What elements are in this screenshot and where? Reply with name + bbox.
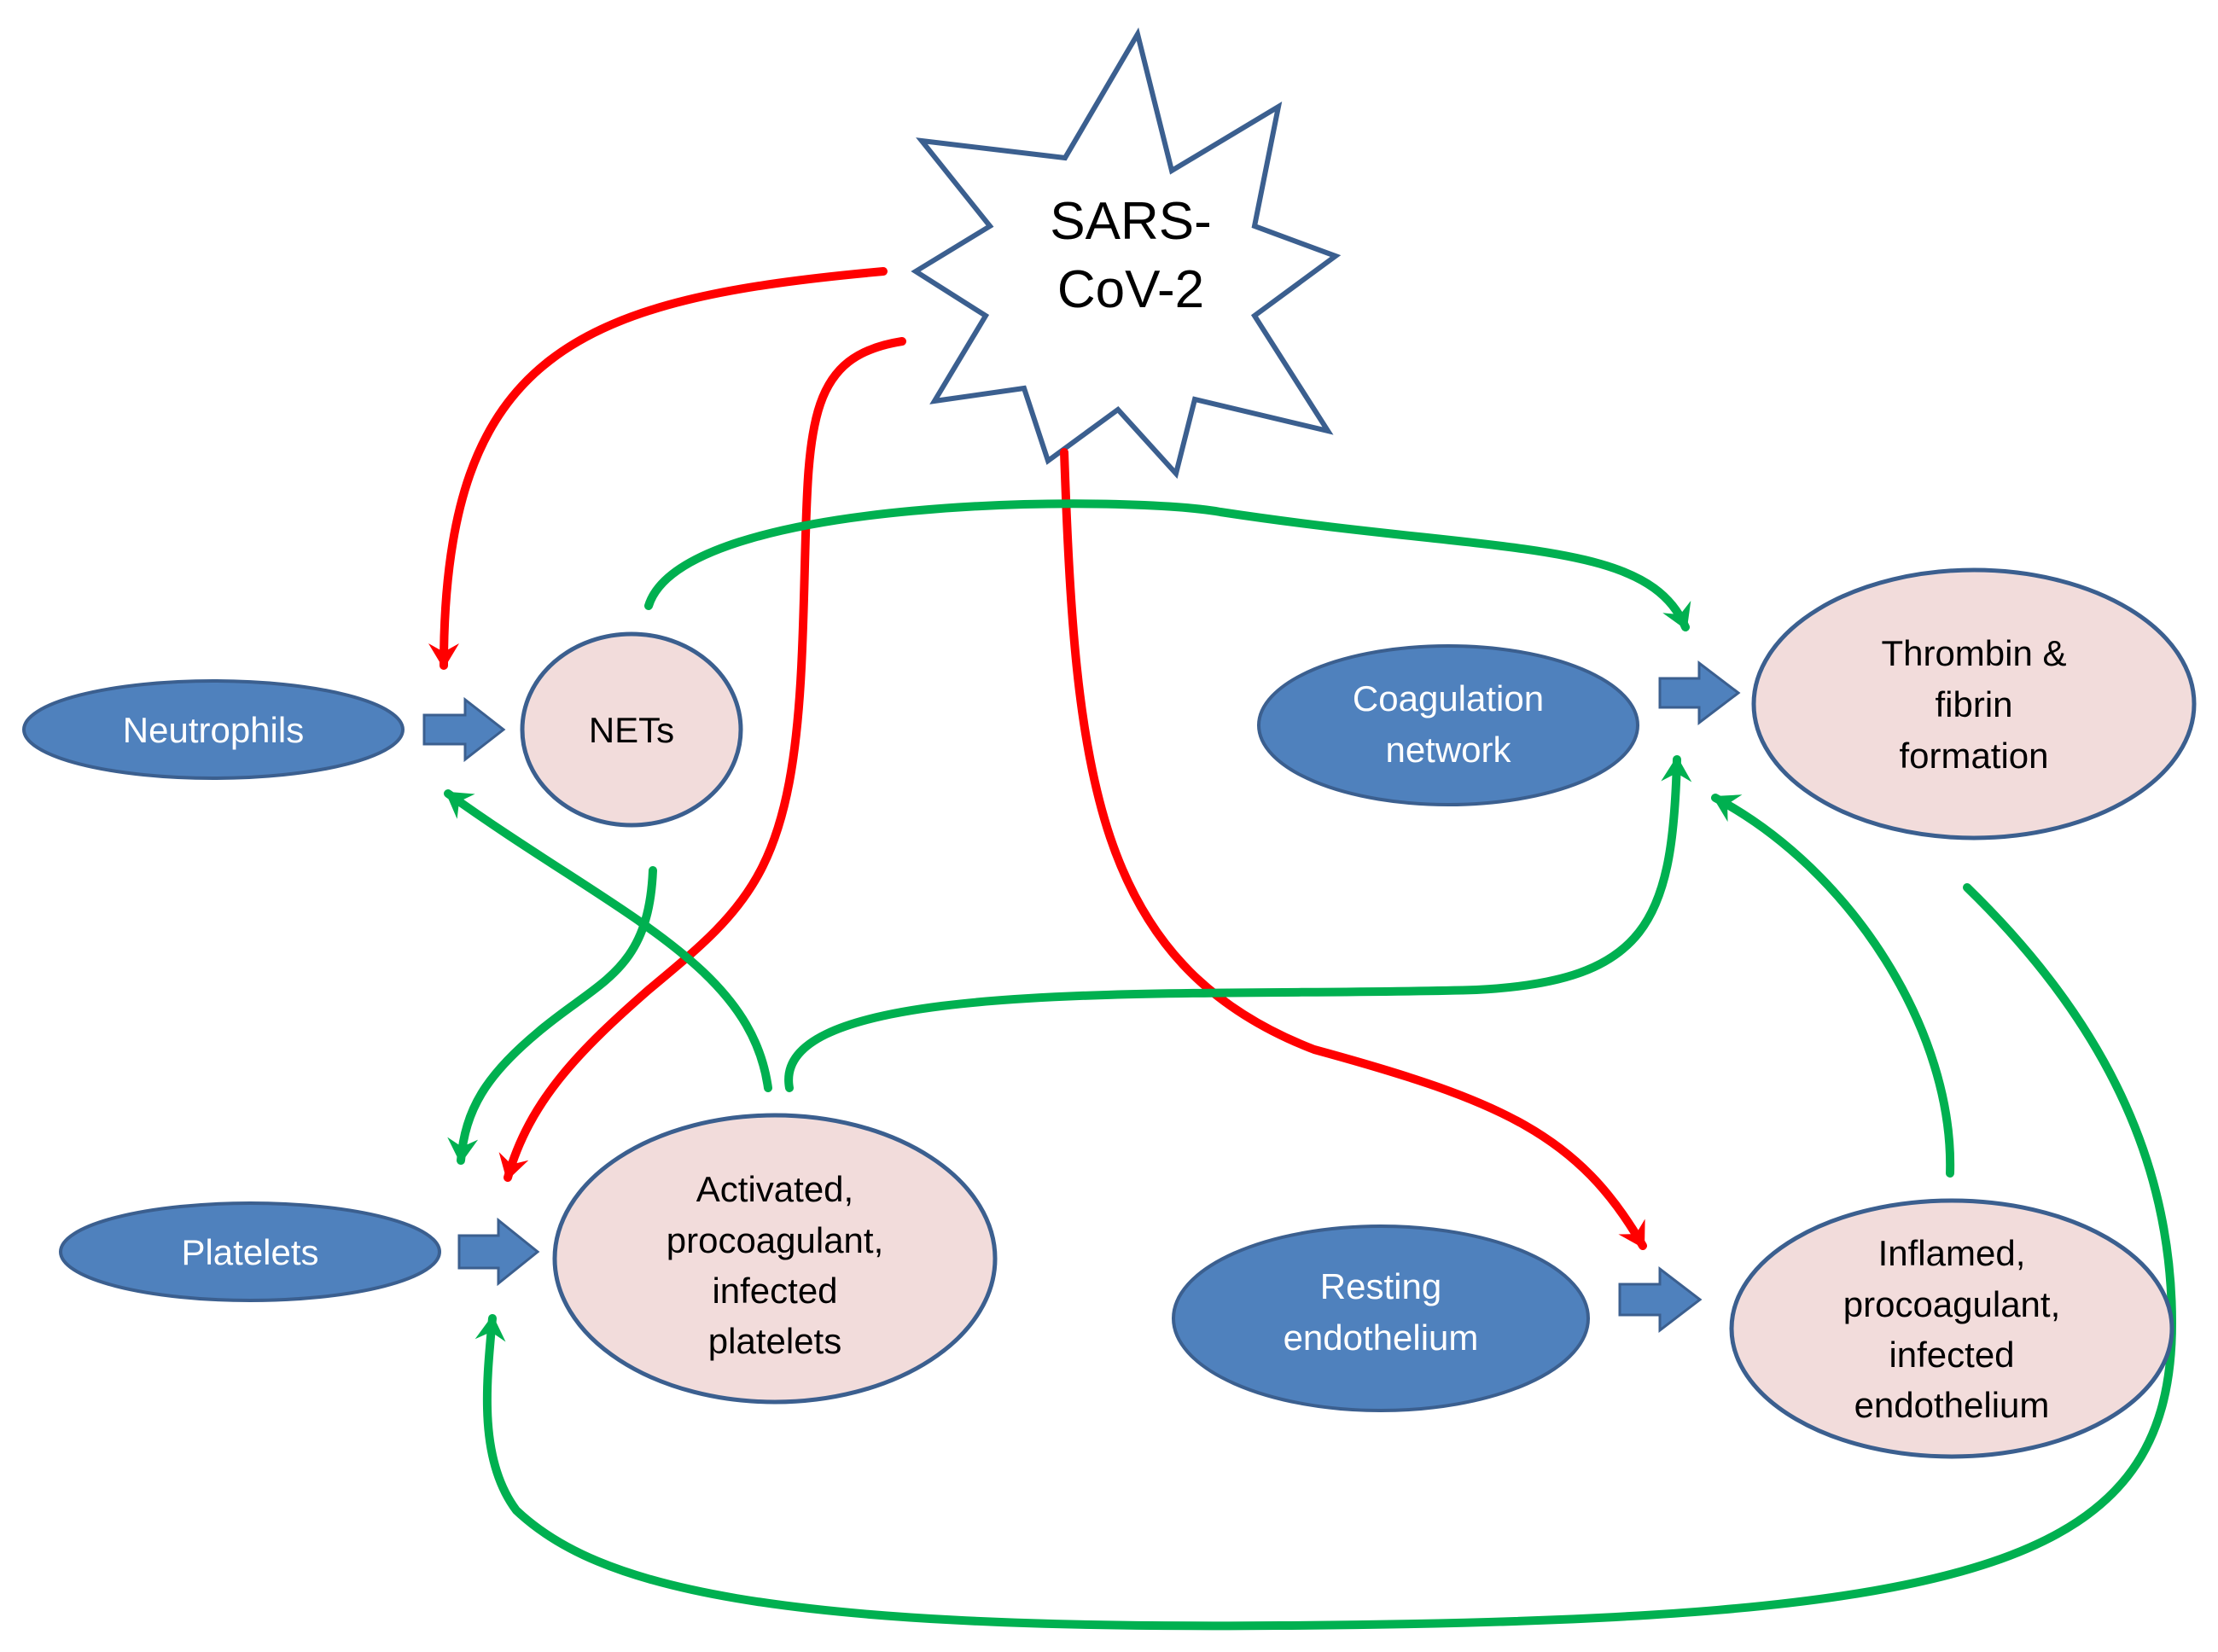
red-arrow-virus-to-nets <box>428 267 888 670</box>
thrombin-fibrin-line3: formation <box>1899 736 2048 776</box>
coagulation-network-line2: network <box>1385 730 1511 770</box>
inflamed-endothelium-ellipse <box>1729 1198 2174 1459</box>
inflamed-endothelium-line2: procoagulant, <box>1843 1284 2061 1324</box>
activated-platelets-node: Activated, procoagulant, infected platel… <box>552 1113 998 1405</box>
coagulation-network-node: Coagulation network <box>1257 644 1639 806</box>
resting-endothelium-ellipse <box>1172 1224 1590 1412</box>
resting-endothelium-line2: endothelium <box>1284 1318 1479 1358</box>
virus-label-line1: SARS- <box>1050 192 1211 251</box>
nets-label: NETs <box>589 710 674 750</box>
resting-endothelium-line1: Resting <box>1320 1266 1441 1306</box>
thrombin-fibrin-line2: fibrin <box>1935 684 2012 724</box>
green-arrow-endothelium-to-thrombin <box>1711 794 1955 1178</box>
platelets-ellipse <box>59 1201 441 1302</box>
green-arrow-nets-to-platelets <box>447 866 657 1165</box>
transition-arrow-neutrophils <box>422 696 506 763</box>
thrombin-fibrin-ellipse <box>1751 567 2197 841</box>
inflamed-endothelium-line1: Inflamed, <box>1878 1233 2026 1273</box>
activated-platelets-ellipse <box>552 1113 998 1405</box>
sars-cov-2-star: SARS- CoV-2 <box>911 27 1342 480</box>
nets-ellipse <box>520 631 743 828</box>
activated-platelets-line4: platelets <box>708 1321 841 1361</box>
resting-endothelium-node: Resting endothelium <box>1172 1224 1590 1412</box>
transition-arrow-platelets <box>457 1217 540 1287</box>
platelets-label: Platelets <box>181 1232 318 1272</box>
green-arrow-nets-to-thrombin <box>644 499 1691 631</box>
platelets-node: Platelets <box>59 1201 441 1302</box>
transition-arrow-coagulation <box>1658 660 1741 726</box>
green-arrow-platelets-to-nets <box>444 789 772 1092</box>
neutrophils-ellipse <box>22 679 405 780</box>
activated-platelets-line3: infected <box>712 1271 837 1311</box>
coagulation-network-ellipse <box>1257 644 1639 806</box>
green-arrow-thrombin-to-platelets <box>474 883 2177 1631</box>
red-arrow-virus-to-platelets <box>498 337 906 1182</box>
inflamed-endothelium-node: Inflamed, procoagulant, infected endothe… <box>1729 1198 2174 1459</box>
star-shape <box>911 27 1342 480</box>
thrombin-fibrin-line1: Thrombin & <box>1881 633 2066 673</box>
nets-node: NETs <box>520 631 743 828</box>
activated-platelets-line1: Activated, <box>696 1169 853 1209</box>
inflamed-endothelium-line3: infected <box>1889 1335 2014 1375</box>
neutrophils-node: Neutrophils <box>22 679 405 780</box>
thrombin-fibrin-node: Thrombin & fibrin formation <box>1751 567 2197 841</box>
neutrophils-label: Neutrophils <box>123 710 304 750</box>
green-arrow-platelets-to-thrombin <box>784 755 1692 1092</box>
activated-platelets-line2: procoagulant, <box>667 1220 884 1260</box>
red-arrow-virus-to-endothelium <box>1060 448 1647 1250</box>
coagulation-network-line1: Coagulation <box>1353 678 1544 718</box>
transition-arrow-endothelium <box>1618 1265 1703 1334</box>
virus-label-line2: CoV-2 <box>1057 260 1204 319</box>
inflamed-endothelium-line4: endothelium <box>1854 1385 2050 1425</box>
